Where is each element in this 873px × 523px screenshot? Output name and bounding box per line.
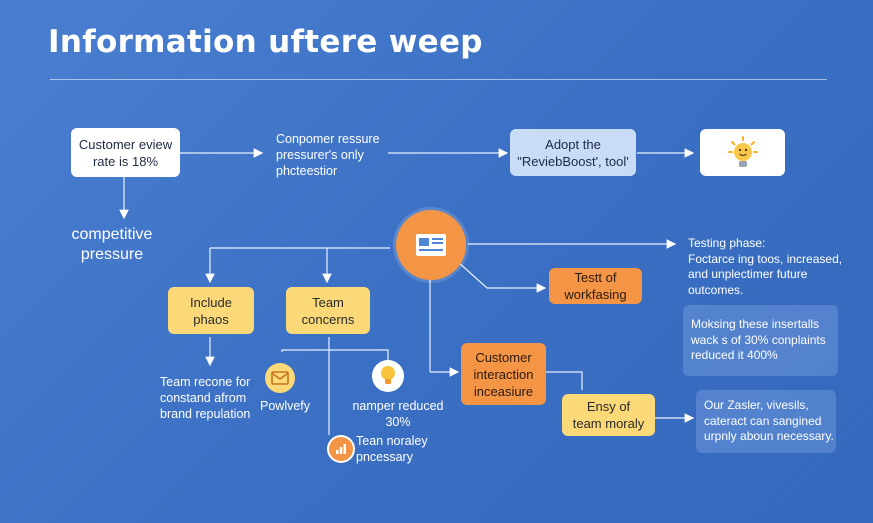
node-competitive: competitive pressure bbox=[71, 226, 153, 263]
node-adopt-label: Adopt the "ReviebBoost', tool' bbox=[517, 136, 629, 169]
node-namper: namper reduced 30% bbox=[352, 399, 444, 429]
node-moksing-label: Moksing these insertalls wack s of 30% c… bbox=[691, 317, 826, 363]
node-our-zasler-label: Our Zasler, vivesils, cateract can sangi… bbox=[704, 398, 834, 444]
document-icon bbox=[416, 234, 446, 256]
node-testing-phase: Testing phase: Foctarce ing toos, increa… bbox=[688, 236, 843, 297]
title-divider bbox=[50, 79, 827, 80]
node-customer-review: Customer eview rate is 18% bbox=[71, 128, 180, 177]
node-team-recone: Team recone for constand afrom brand rep… bbox=[160, 375, 251, 421]
node-team-concerns-label: Team concerns bbox=[301, 294, 355, 327]
node-moksing: Moksing these insertalls wack s of 30% c… bbox=[683, 305, 838, 376]
node-include: Include phaos bbox=[168, 287, 254, 334]
node-test-of: Testt of workfasing bbox=[549, 268, 642, 304]
node-include-label: Include phaos bbox=[190, 294, 232, 327]
node-bulb-card bbox=[700, 129, 785, 176]
bar-chart-icon bbox=[336, 444, 346, 454]
node-adopt: Adopt the "ReviebBoost', tool' bbox=[510, 129, 636, 176]
mail-icon bbox=[271, 371, 289, 385]
node-test-of-label: Testt of workfasing bbox=[564, 270, 627, 302]
node-customer-review-label: Customer eview rate is 18% bbox=[78, 136, 173, 169]
page-title: Information uftere weep bbox=[48, 24, 483, 60]
node-ensy: Ensy of team moraly bbox=[562, 394, 655, 436]
lightbulb-icon bbox=[381, 366, 395, 384]
chart-icon-node bbox=[329, 437, 353, 461]
lightbulb-icon bbox=[727, 135, 758, 167]
node-conpomer: Conpomer ressure pressurer's only phctee… bbox=[276, 132, 380, 178]
node-tean-noraley: Tean noraley pncessary bbox=[356, 434, 428, 464]
node-ensy-label: Ensy of team moraly bbox=[572, 399, 645, 431]
hub-node bbox=[396, 210, 466, 280]
node-powlvefy: Powlvefy bbox=[260, 399, 311, 413]
mail-icon-node bbox=[265, 363, 295, 393]
node-our-zasler: Our Zasler, vivesils, cateract can sangi… bbox=[696, 390, 836, 453]
node-team-concerns: Team concerns bbox=[286, 287, 370, 334]
bulb-icon-node bbox=[372, 360, 404, 392]
node-customer-interaction: Customer interaction inceasiure bbox=[461, 343, 546, 405]
node-customer-interaction-label: Customer interaction inceasiure bbox=[473, 349, 534, 399]
